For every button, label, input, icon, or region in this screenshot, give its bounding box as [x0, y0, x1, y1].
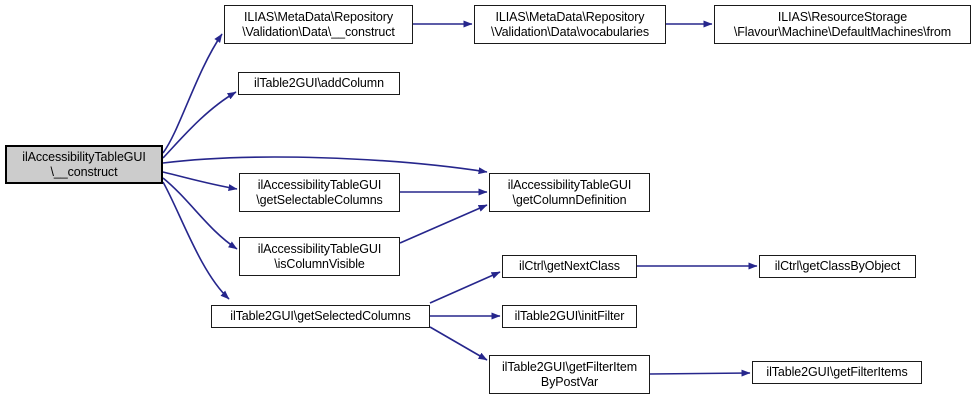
- node-ilaccessibilitytablegui-construct-label: ilAccessibilityTableGUI \__construct: [22, 150, 146, 179]
- node-iltable2gui-getselectedcolumns[interactable]: ilTable2GUI\getSelectedColumns: [211, 305, 430, 328]
- node-iltable2gui-addcolumn[interactable]: ilTable2GUI\addColumn: [238, 72, 400, 95]
- node-ilctrl-getclassbyobject-label: ilCtrl\getClassByObject: [774, 259, 901, 274]
- node-iltable2gui-getselectedcolumns-label: ilTable2GUI\getSelectedColumns: [230, 309, 411, 324]
- node-ilias-metadata-repository-validation-data-construct[interactable]: ILIAS\MetaData\Repository \Validation\Da…: [224, 5, 413, 44]
- node-ilias-metadata-repository-validation-data-vocabularies[interactable]: ILIAS\MetaData\Repository \Validation\Da…: [474, 5, 666, 44]
- node-ilaccessibilitytablegui-getcolumndefinition[interactable]: ilAccessibilityTableGUI \getColumnDefini…: [489, 173, 650, 212]
- edge-root-to-addcolumn: [162, 91, 237, 159]
- node-ilaccessibilitytablegui-getcolumndefinition-label: ilAccessibilityTableGUI \getColumnDefini…: [507, 178, 632, 207]
- node-ilaccessibilitytablegui-construct: ilAccessibilityTableGUI \__construct: [5, 145, 163, 184]
- node-ilaccessibilitytablegui-getselectablecolumns-label: ilAccessibilityTableGUI \getSelectableCo…: [256, 178, 383, 207]
- edge-getfilteritembypostvar-to-getfilteritems: [649, 369, 751, 377]
- node-iltable2gui-initfilter-label: ilTable2GUI\initFilter: [514, 309, 625, 324]
- node-ilias-metadata-repository-validation-data-vocabularies-label: ILIAS\MetaData\Repository \Validation\Da…: [490, 10, 650, 39]
- node-ilaccessibilitytablegui-iscolumnvisible[interactable]: ilAccessibilityTableGUI \isColumnVisible: [239, 237, 400, 276]
- node-iltable2gui-getfilteritems[interactable]: ilTable2GUI\getFilterItems: [752, 361, 922, 384]
- node-ilctrl-getnextclass-label: ilCtrl\getNextClass: [519, 259, 620, 274]
- edge-root-to-getcolumndefinition: [162, 156, 488, 175]
- edge-getselectedcolumns-to-getfilteritembypostvar: [429, 326, 488, 361]
- node-ilaccessibilitytablegui-iscolumnvisible-label: ilAccessibilityTableGUI \isColumnVisible: [257, 242, 382, 271]
- node-iltable2gui-getfilteritembypostvar[interactable]: ilTable2GUI\getFilterItem ByPostVar: [489, 355, 650, 394]
- node-iltable2gui-getfilteritembypostvar-label: ilTable2GUI\getFilterItem ByPostVar: [501, 360, 638, 389]
- node-ilias-resourcestorage-flavour-machine-defaultmachines-from-label: ILIAS\ResourceStorage \Flavour\Machine\D…: [733, 10, 952, 39]
- node-iltable2gui-addcolumn-label: ilTable2GUI\addColumn: [254, 76, 384, 91]
- edge-getselectedcolumns-to-getnextclass: [429, 271, 501, 304]
- edge-root-to-iscolumnvisible: [162, 177, 238, 250]
- edge-root-to-getselectedcolumns: [162, 181, 230, 300]
- node-iltable2gui-getfilteritems-label: ilTable2GUI\getFilterItems: [766, 365, 908, 380]
- node-iltable2gui-initfilter[interactable]: ilTable2GUI\initFilter: [502, 305, 637, 328]
- node-ilaccessibilitytablegui-getselectablecolumns[interactable]: ilAccessibilityTableGUI \getSelectableCo…: [239, 173, 400, 212]
- edge-iscolumnvisible-to-getcolumndefinition: [399, 204, 488, 244]
- node-ilctrl-getclassbyobject[interactable]: ilCtrl\getClassByObject: [759, 255, 916, 278]
- edge-root-to-getselectablecolumns: [162, 171, 238, 192]
- node-ilias-resourcestorage-flavour-machine-defaultmachines-from[interactable]: ILIAS\ResourceStorage \Flavour\Machine\D…: [714, 5, 971, 44]
- edge-root-to-metadata-construct: [162, 33, 223, 154]
- node-ilias-metadata-repository-validation-data-construct-label: ILIAS\MetaData\Repository \Validation\Da…: [242, 10, 395, 39]
- node-ilctrl-getnextclass[interactable]: ilCtrl\getNextClass: [502, 255, 637, 278]
